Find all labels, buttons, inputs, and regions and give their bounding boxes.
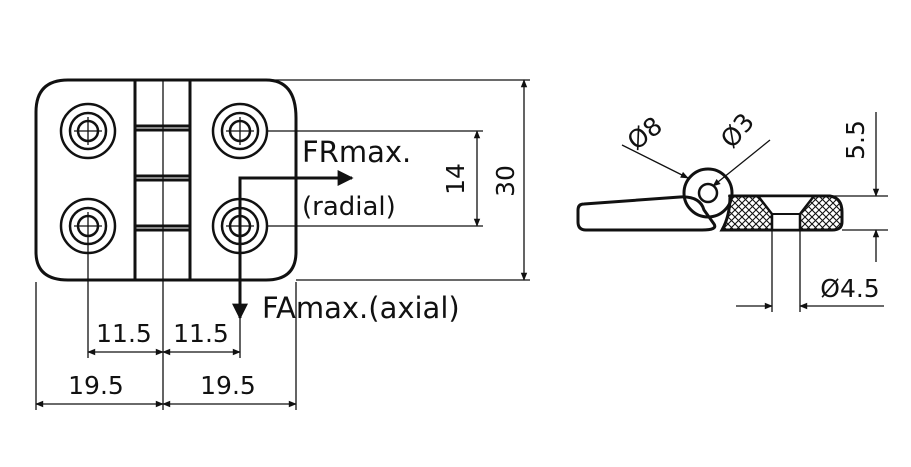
dim-hole-diameter: Ø4.5 xyxy=(820,274,879,303)
side-leaf-left xyxy=(576,195,717,232)
dim-11-5-right: 11.5 xyxy=(173,319,229,348)
radial-force-label: FRmax. xyxy=(302,135,411,169)
dim-19-5-left: 19.5 xyxy=(68,371,124,400)
side-pin xyxy=(697,182,719,204)
dim-pin-diameter: Ø3 xyxy=(715,108,760,154)
hinge-outline xyxy=(34,78,298,282)
hinge-front-view: 19.5 19.5 11.5 11.5 30 14 FRmax. (radial… xyxy=(34,78,530,410)
dim-19-5-right: 19.5 xyxy=(200,371,256,400)
force-arrows xyxy=(232,170,354,320)
dim-30: 30 xyxy=(491,165,520,197)
dimension-lines xyxy=(35,79,528,408)
dim-11-5-left: 11.5 xyxy=(96,319,152,348)
dim-14: 14 xyxy=(441,163,470,195)
hinge-side-view: Ø8 Ø3 5.5 Ø4.5 xyxy=(576,108,888,312)
axial-force-label: FAmax.(axial) xyxy=(262,291,460,325)
side-knuckle-outer xyxy=(682,167,734,219)
radial-force-sub-label: (radial) xyxy=(302,192,396,222)
side-leaders xyxy=(621,112,888,312)
extension-lines xyxy=(35,79,530,410)
dim-thickness: 5.5 xyxy=(841,120,870,160)
